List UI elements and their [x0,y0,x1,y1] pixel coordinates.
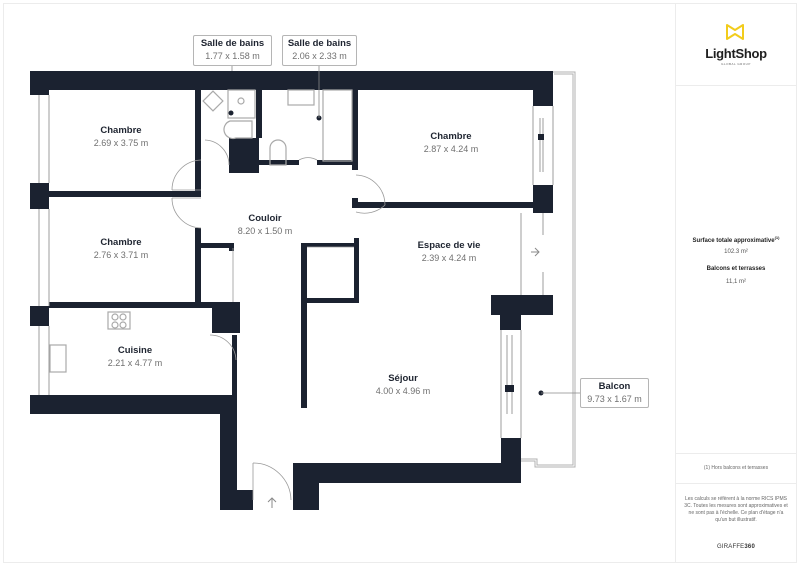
fixtures [49,89,353,373]
info-sidebar: LightShop GLOBAL GROUP Surface totale ap… [675,4,796,562]
disclaimer-panel: Les calculs se réfèrent à la norme RICS … [676,484,796,562]
callout-salle-de-bains-1: Salle de bains 1.77 x 1.58 m [193,35,272,66]
footnote-text: (1) Hors balcons et terrasses [703,465,769,471]
disclaimer-text: Les calculs se réfèrent à la norme RICS … [684,496,788,523]
room-label-sejour: Séjour 4.00 x 4.96 m [376,373,431,397]
room-dimensions: 2.76 x 3.71 m [93,250,149,260]
bathtub-icon [322,89,353,162]
logo-tagline: GLOBAL GROUP [721,62,751,66]
stats-panel: Surface totale approximative(1) 102.3 m²… [676,86,796,454]
total-area-title: Surface totale approximative(1) [692,235,780,244]
footnote-panel: (1) Hors balcons et terrasses [676,454,796,484]
kitchen-sink-icon [49,344,67,373]
giraffe360-brand: GIRAFFE360 [716,544,756,550]
room-label-chambre-2: Chambre 2.76 x 3.71 m [94,237,149,261]
room-name: Chambre [430,131,472,142]
sink-icon [202,90,224,112]
doors [171,139,386,501]
callout-salle-de-bains-2: Salle de bains 2.06 x 2.33 m [282,35,357,66]
room-name: Cuisine [117,345,153,356]
balcony-area-title: Balcons et terrasses [706,266,766,272]
callout-leaders [231,66,580,394]
toilet-icon [223,120,253,140]
logo-panel: LightShop GLOBAL GROUP [676,4,796,86]
balcony-area-value: 11,1 m² [726,279,746,285]
room-name: Espace de vie [417,240,481,251]
cooktop-icon [107,311,131,330]
windows [38,95,554,438]
toilet-icon-2 [269,139,287,166]
floor-plan [30,66,580,510]
detail-marks [228,110,544,396]
callout-dimensions: 9.73 x 1.67 m [587,394,642,404]
callout-dimensions: 1.77 x 1.58 m [205,51,260,61]
room-dimensions: 4.00 x 4.96 m [375,386,431,396]
callout-name: Salle de bains [287,38,352,49]
washbasin-icon [287,89,315,106]
room-label-couloir: Couloir 8.20 x 1.50 m [238,213,293,237]
room-name: Chambre [100,237,142,248]
room-dimensions: 2.21 x 4.77 m [107,358,163,368]
room-label-chambre-1: Chambre 2.69 x 3.75 m [94,125,149,149]
entry-arrow-icon [267,497,277,508]
callout-name: Salle de bains [200,38,265,49]
callout-dimensions: 2.06 x 2.33 m [292,51,347,61]
room-name: Séjour [388,373,418,384]
balcony-outline [521,71,576,468]
walls [30,71,553,510]
room-dimensions: 2.69 x 3.75 m [93,138,149,148]
room-dimensions: 2.39 x 4.24 m [421,253,477,263]
room-label-espace-de-vie: Espace de vie 2.39 x 4.24 m [418,240,481,264]
room-label-cuisine: Cuisine 2.21 x 4.77 m [108,345,163,369]
total-area-value: 102.3 m² [724,249,748,255]
room-label-chambre-3: Chambre 2.87 x 4.24 m [424,131,479,155]
room-dimensions: 2.87 x 4.24 m [423,144,479,154]
shower-icon [227,89,256,119]
logo-name: LightShop [705,46,767,61]
callout-balcon: Balcon 9.73 x 1.67 m [580,378,649,408]
balcony-door-arrow-icon [531,247,540,257]
page-frame [3,3,797,563]
room-dimensions: 8.20 x 1.50 m [237,226,293,236]
callout-name: Balcon [598,381,631,392]
room-name: Couloir [248,213,282,224]
room-name: Chambre [100,125,142,136]
lightshop-logo-icon [726,24,744,40]
